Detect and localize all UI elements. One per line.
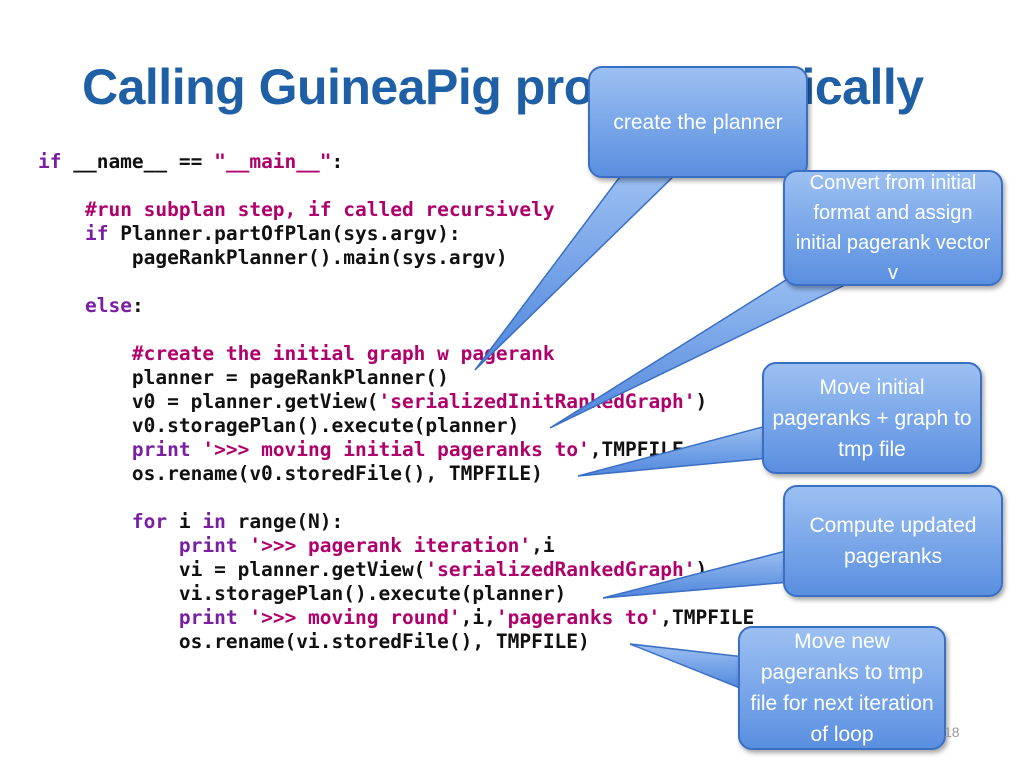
code-line: os.rename(v0.storedFile(), TMPFILE) (38, 462, 754, 486)
code-token: '>>> pagerank iteration' (249, 534, 532, 557)
code-token: #run subplan step, if called recursively (84, 198, 555, 221)
code-line: v0 = planner.getView('serializedInitRank… (38, 390, 754, 414)
code-line: #run subplan step, if called recursively (38, 198, 754, 222)
code-token: 'pageranks to' (495, 606, 661, 629)
code-line: print '>>> moving initial pageranks to',… (38, 438, 754, 462)
code-line (38, 270, 754, 294)
code-token (238, 534, 250, 557)
code-line: os.rename(vi.storedFile(), TMPFILE) (38, 630, 754, 654)
code-token: in (202, 510, 226, 533)
code-token: "__main__" (214, 150, 332, 173)
code-token (38, 294, 85, 317)
code-token (38, 606, 179, 629)
code-token: print (178, 606, 238, 629)
code-line: vi = planner.getView('serializedRankedGr… (38, 558, 754, 582)
code-token: ) (695, 558, 708, 581)
code-token: ) (695, 390, 708, 413)
code-token: v0 = planner.getView( (38, 390, 379, 413)
code-token: __name__ == (61, 150, 215, 173)
code-line: if __name__ == "__main__": (38, 150, 754, 174)
code-line: for i in range(N): (38, 510, 754, 534)
code-token: else (84, 294, 132, 317)
code-token: ,i, (460, 606, 496, 629)
page-number: 18 (944, 724, 960, 740)
code-token (38, 534, 179, 557)
code-token (38, 510, 132, 533)
callout-move-initial: Move initial pageranks + graph to tmp fi… (762, 362, 982, 474)
code-token: os.rename(v0.storedFile(), TMPFILE) (38, 462, 543, 485)
code-line: if Planner.partOfPlan(sys.argv): (38, 222, 754, 246)
code-token: ,TMPFILE (660, 606, 755, 629)
callout-create-planner: create the planner (588, 66, 808, 178)
callout-compute-updated: Compute updated pageranks (783, 485, 1003, 597)
code-token (38, 198, 85, 221)
code-line: print '>>> moving round',i,'pageranks to… (38, 606, 754, 630)
code-line: v0.storagePlan().execute(planner) (38, 414, 754, 438)
code-token: pageRankPlanner().main(sys.argv) (38, 246, 508, 269)
code-token: : (331, 150, 344, 173)
code-token: range(N): (225, 510, 344, 533)
code-token: i (167, 510, 203, 533)
code-token: v0.storagePlan().execute(planner) (38, 414, 520, 437)
code-line (38, 486, 754, 510)
code-token: ,i (531, 534, 555, 557)
code-token: planner = pageRankPlanner() (38, 366, 449, 389)
code-token: Planner.partOfPlan(sys.argv): (108, 222, 461, 245)
code-line: planner = pageRankPlanner() (38, 366, 754, 390)
code-token: vi.storagePlan().execute(planner) (38, 582, 567, 605)
code-token: : (131, 294, 144, 317)
code-token (191, 438, 203, 461)
code-line: pageRankPlanner().main(sys.argv) (38, 246, 754, 270)
code-token: os.rename(vi.storedFile(), TMPFILE) (38, 630, 590, 653)
code-line (38, 318, 754, 342)
code-line: vi.storagePlan().execute(planner) (38, 582, 754, 606)
callout-convert-initial: Convert from initial format and assign i… (783, 170, 1003, 286)
code-line: #create the initial graph w pagerank (38, 342, 754, 366)
code-token (238, 606, 250, 629)
code-token (38, 222, 85, 245)
code-token: '>>> moving initial pageranks to' (202, 438, 590, 461)
code-line: print '>>> pagerank iteration',i (38, 534, 754, 558)
code-token: 'serializedInitRankedGraph' (378, 390, 696, 413)
code-token: ,TMPFILE (589, 438, 684, 461)
code-listing: if __name__ == "__main__": #run subplan … (38, 150, 754, 654)
code-token (38, 342, 132, 365)
code-line: else: (38, 294, 754, 318)
code-token: #create the initial graph w pagerank (131, 342, 555, 365)
code-token: print (178, 534, 238, 557)
code-token: if (84, 222, 109, 245)
code-token: print (131, 438, 191, 461)
code-token: '>>> moving round' (249, 606, 461, 629)
code-token: if (38, 150, 62, 173)
callout-move-new: Move new pageranks to tmp file for next … (738, 626, 946, 750)
code-token: for (131, 510, 168, 533)
code-token: vi = planner.getView( (38, 558, 426, 581)
code-token (38, 438, 132, 461)
code-token: 'serializedRankedGraph' (425, 558, 696, 581)
